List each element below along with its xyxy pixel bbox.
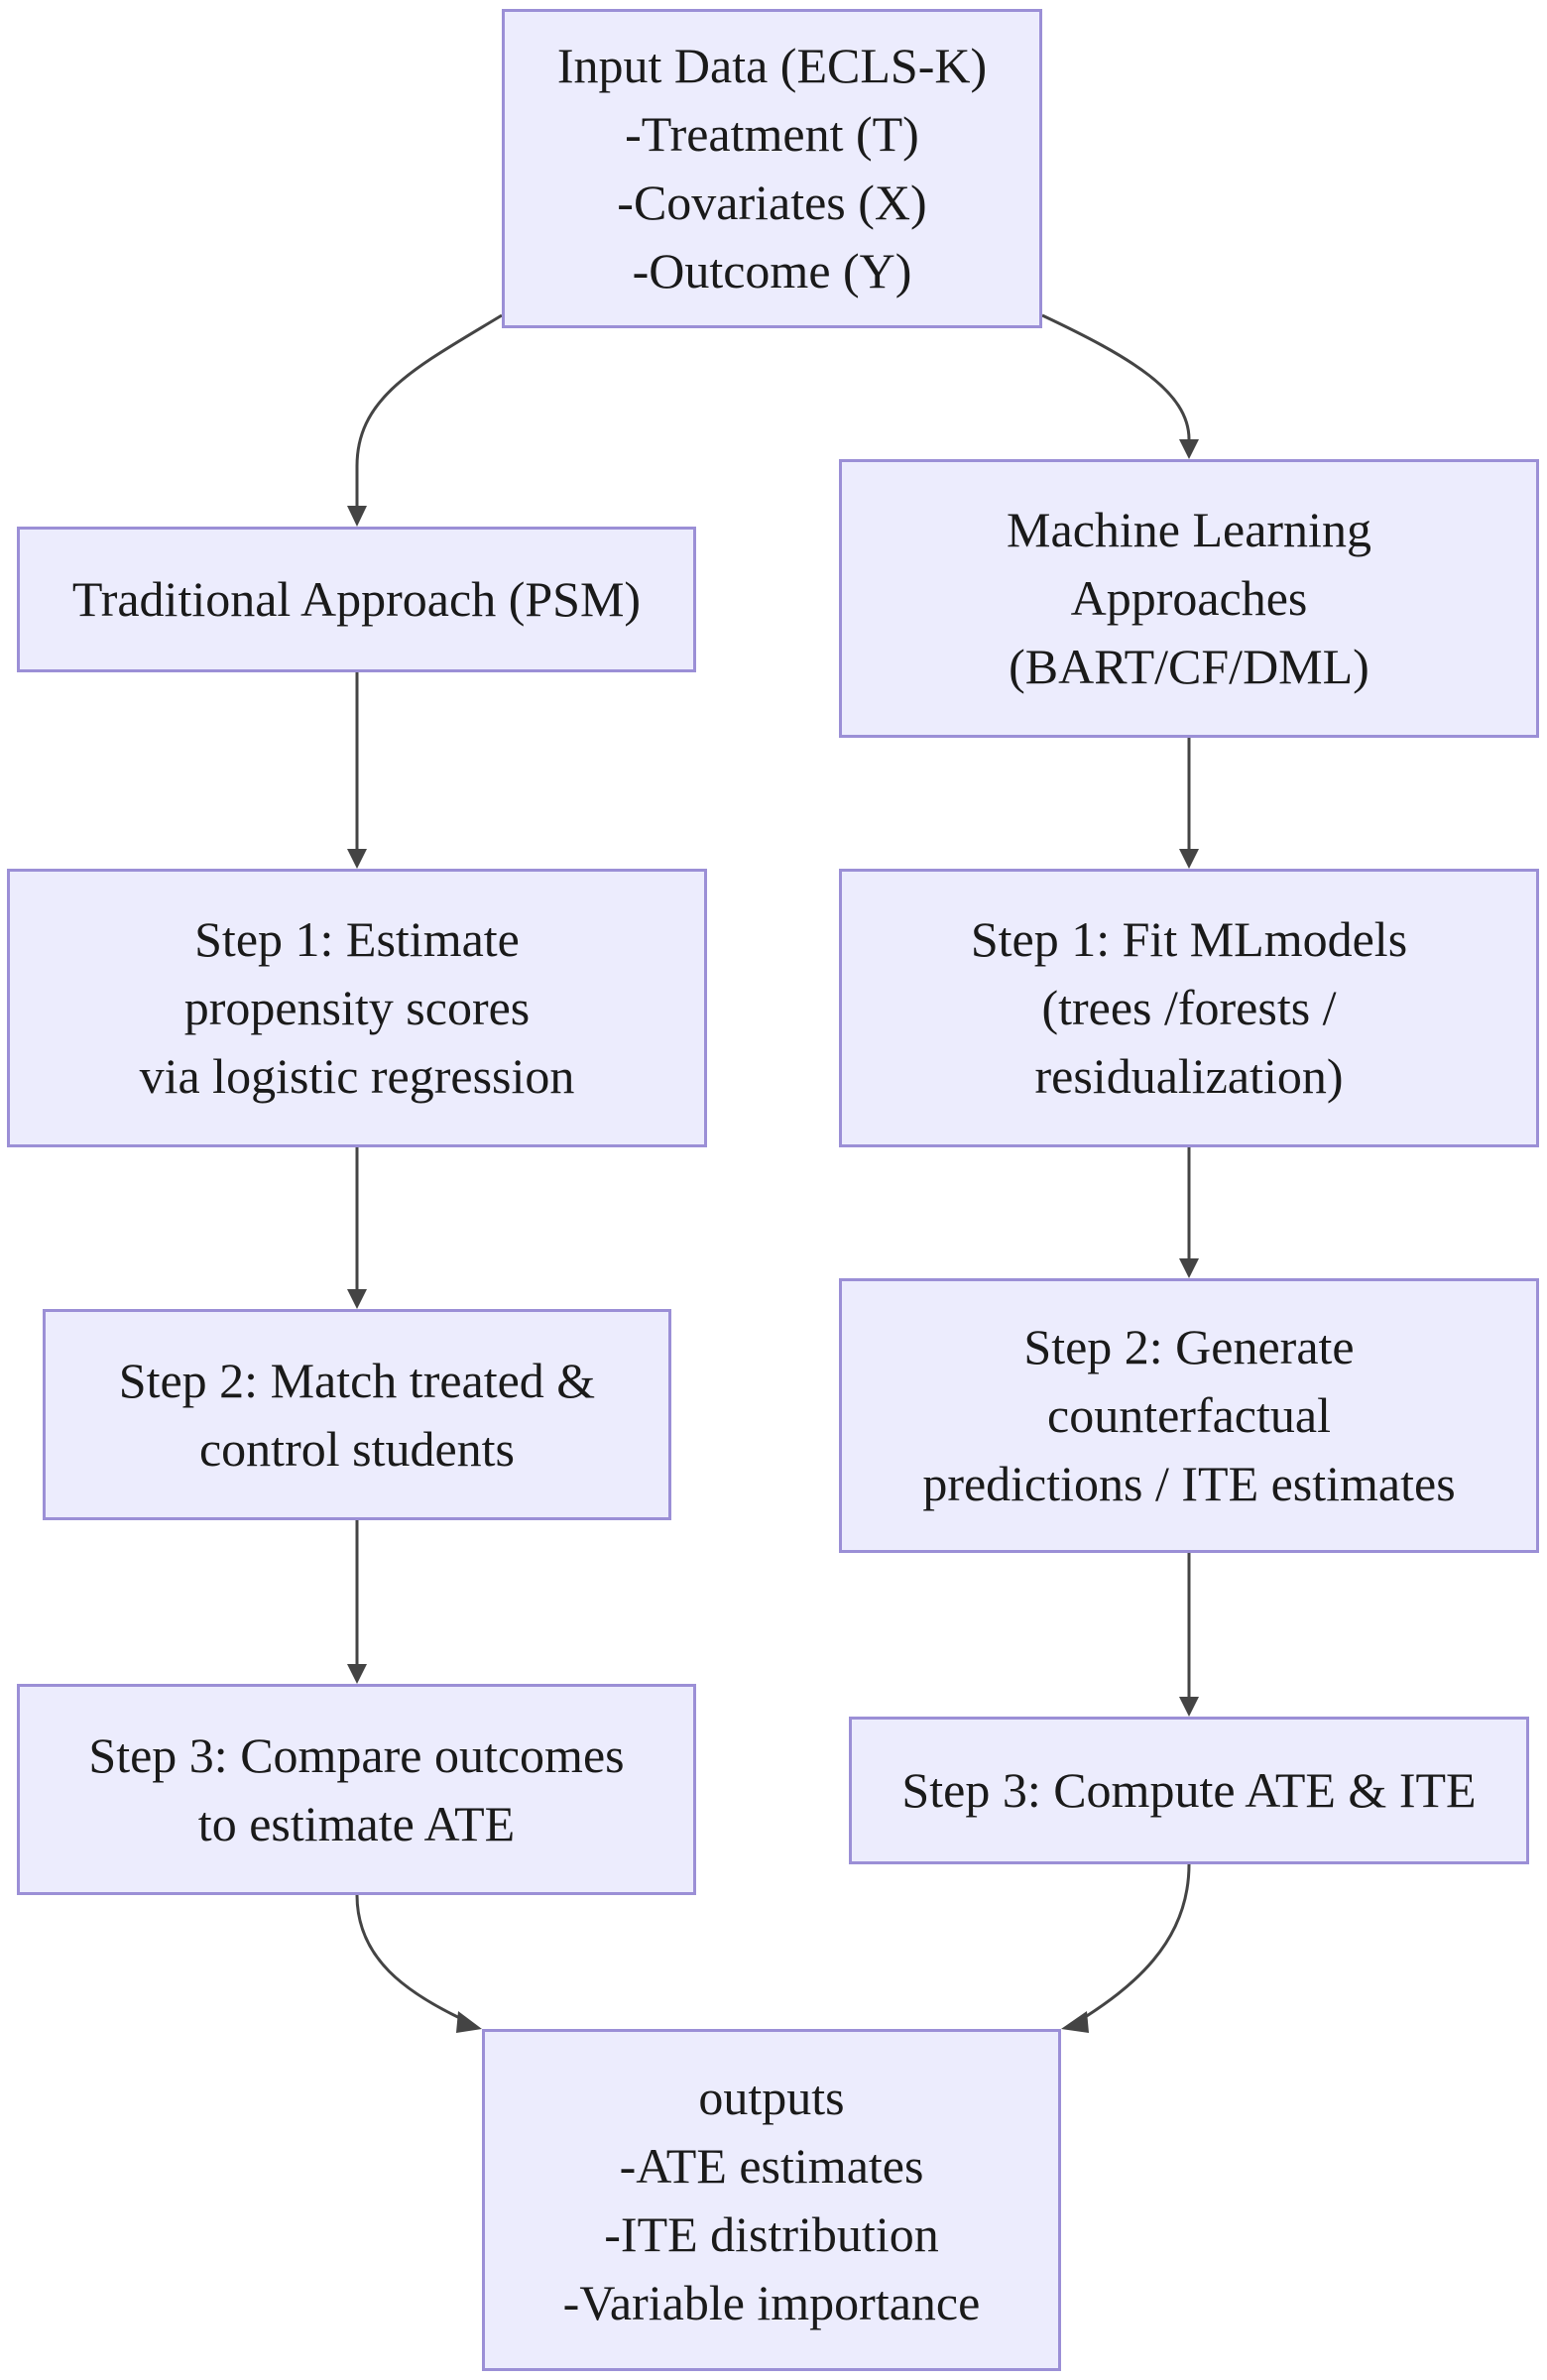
node-line: (BART/CF/DML) <box>1009 639 1369 694</box>
edge-ml-step3-to-outputs <box>1078 1863 1191 2023</box>
node-line: -Covariates (X) <box>617 175 927 230</box>
arrowhead-ml <box>1179 439 1199 459</box>
psm-step2-node: Step 2: Match treated & control students <box>43 1309 671 1520</box>
node-line: via logistic regression <box>139 1048 575 1104</box>
node-line: Step 1: Estimate <box>194 911 520 967</box>
node-line: -ITE distribution <box>604 2205 939 2262</box>
node-line: (trees /forests / <box>1041 980 1337 1035</box>
node-line: -Treatment (T) <box>625 106 919 162</box>
arrowhead-traditional <box>347 506 367 527</box>
node-line: Step 3: Compute ATE & ITE <box>901 1762 1477 1818</box>
ml-step1-node: Step 1: Fit MLmodels (trees /forests / r… <box>839 869 1539 1147</box>
edge-input-to-traditional <box>355 313 503 506</box>
arrowhead-ml-step1 <box>1179 849 1199 869</box>
arrowhead-psm-step1 <box>347 849 367 869</box>
arrowhead-outputs-left <box>456 2011 482 2033</box>
node-line: Step 2: Match treated & <box>118 1352 596 1408</box>
node-line: -ATE estimates <box>619 2137 924 2194</box>
node-line: control students <box>198 1420 516 1477</box>
node-line: residualization) <box>1034 1048 1344 1104</box>
psm-step3-node: Step 3: Compare outcomes to estimate ATE <box>17 1684 696 1895</box>
node-line: Step 1: Fit MLmodels <box>970 911 1408 967</box>
node-line: outputs <box>698 2069 845 2125</box>
node-line: -Outcome (Y) <box>632 243 912 298</box>
arrowhead-ml-step2 <box>1179 1258 1199 1278</box>
node-line: propensity scores <box>183 980 531 1035</box>
node-line: Traditional Approach (PSM) <box>71 571 642 627</box>
edge-input-to-ml <box>1041 313 1191 440</box>
node-line: predictions / ITE estimates <box>922 1456 1456 1511</box>
ml-step2-node: Step 2: Generate counterfactual predicti… <box>839 1278 1539 1553</box>
node-line: Step 2: Generate <box>1023 1319 1355 1374</box>
node-line: -Variable importance <box>562 2274 981 2330</box>
arrowhead-psm-step2 <box>347 1289 367 1309</box>
node-line: Step 3: Compare outcomes <box>88 1726 625 1783</box>
arrowhead-ml-step3 <box>1179 1697 1199 1717</box>
ml-step3-node: Step 3: Compute ATE & ITE <box>849 1717 1529 1864</box>
input-data-node: Input Data (ECLS-K) -Treatment (T) -Cova… <box>502 9 1042 328</box>
node-line: counterfactual <box>1047 1387 1331 1443</box>
node-line: Approaches <box>1070 570 1308 626</box>
ml-approaches-node: Machine Learning Approaches (BART/CF/DML… <box>839 459 1539 738</box>
node-line: to estimate ATE <box>197 1795 516 1851</box>
edge-psm-step3-to-outputs <box>355 1894 467 2023</box>
arrowhead-psm-step3 <box>347 1664 367 1684</box>
outputs-node: outputs -ATE estimates -ITE distribution… <box>482 2029 1061 2371</box>
arrowhead-outputs-right <box>1061 2011 1089 2033</box>
node-line: Machine Learning <box>1007 502 1371 557</box>
node-line: Input Data (ECLS-K) <box>556 38 988 93</box>
traditional-approach-node: Traditional Approach (PSM) <box>17 527 696 672</box>
psm-step1-node: Step 1: Estimate propensity scores via l… <box>7 869 707 1147</box>
